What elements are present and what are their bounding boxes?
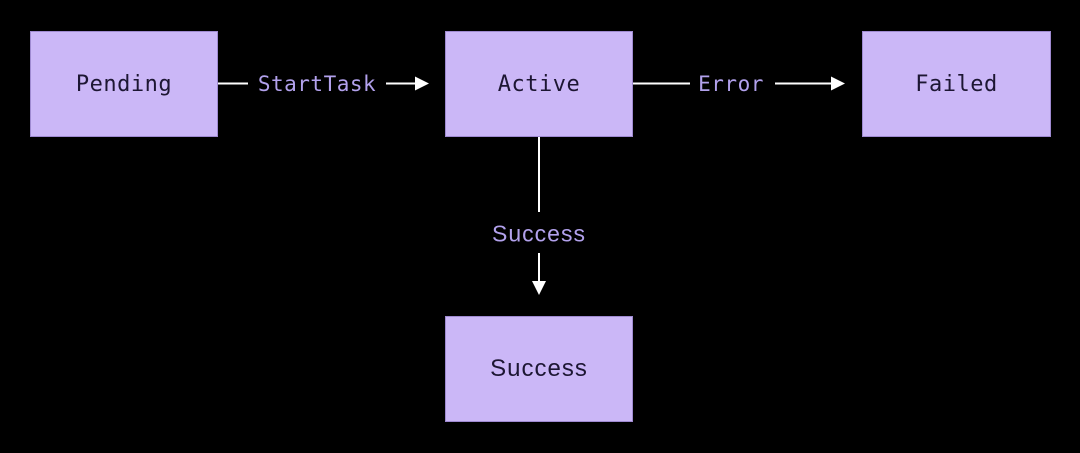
state-node-pending-label: Pending <box>75 71 173 97</box>
arrow-active-to-failed <box>633 76 845 91</box>
state-node-active: Active <box>445 31 633 137</box>
state-node-success-label: Success <box>490 355 588 382</box>
arrowhead-active-to-failed <box>831 76 845 91</box>
state-node-active-label: Active <box>497 71 581 97</box>
state-node-failed-label: Failed <box>915 71 998 97</box>
arrowhead-pending-to-active <box>415 76 429 91</box>
edge-label-error: Error <box>698 72 764 96</box>
state-node-failed: Failed <box>862 31 1051 137</box>
arrow-pending-to-active <box>216 76 429 91</box>
arrow-active-to-success <box>532 137 546 295</box>
arrowhead-active-to-success <box>532 281 546 295</box>
edge-label-starttask: StartTask <box>257 72 377 96</box>
state-node-pending: Pending <box>30 31 218 137</box>
state-node-success: Success <box>445 316 633 422</box>
edge-label-success: Success <box>492 220 586 247</box>
